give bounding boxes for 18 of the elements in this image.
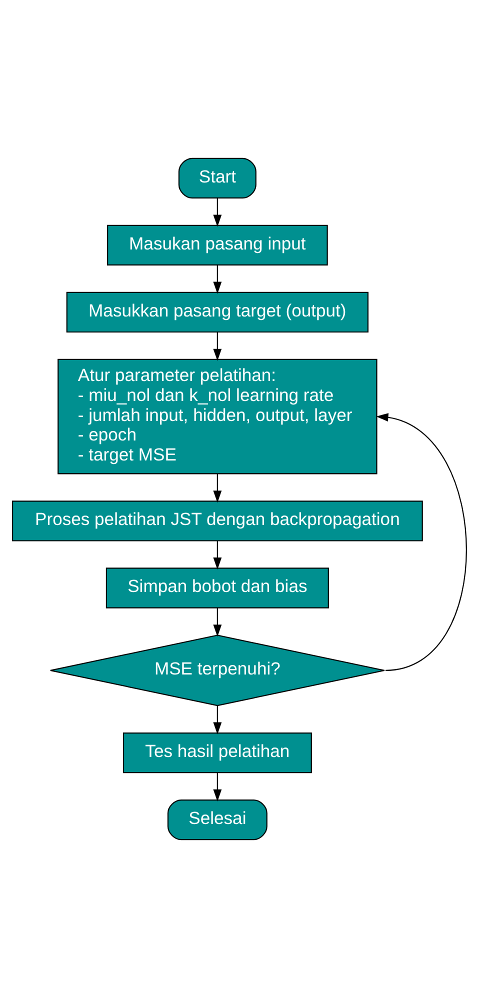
arrow bbox=[213, 705, 222, 734]
arrow bbox=[213, 772, 222, 801]
arrow bbox=[213, 198, 222, 226]
node-box: Masukan pasang input bbox=[107, 224, 328, 266]
node-box: Start bbox=[178, 157, 256, 198]
arrow bbox=[213, 540, 222, 570]
node-box: Tes hasil pelatihan bbox=[122, 732, 312, 773]
arrow bbox=[213, 608, 222, 636]
node-box: Simpan bobot dan bias bbox=[106, 567, 329, 608]
node-box: Masukkan pasang target (output) bbox=[66, 291, 368, 332]
node-diamond: MSE terpenuhi? bbox=[50, 634, 385, 706]
node-box: Atur parameter pelatihan: - miu_nol dan k_nol learning rate - jumlah input, hidden, output, layer - epoch - target MSE bbox=[58, 358, 378, 474]
arrow bbox=[213, 332, 222, 360]
node-box: Selesai bbox=[167, 799, 268, 840]
node-box: Proses pelatihan JST dengan backpropagation bbox=[12, 500, 423, 541]
arrow bbox=[213, 473, 222, 502]
arrow bbox=[376, 412, 467, 670]
arrow bbox=[213, 264, 222, 294]
